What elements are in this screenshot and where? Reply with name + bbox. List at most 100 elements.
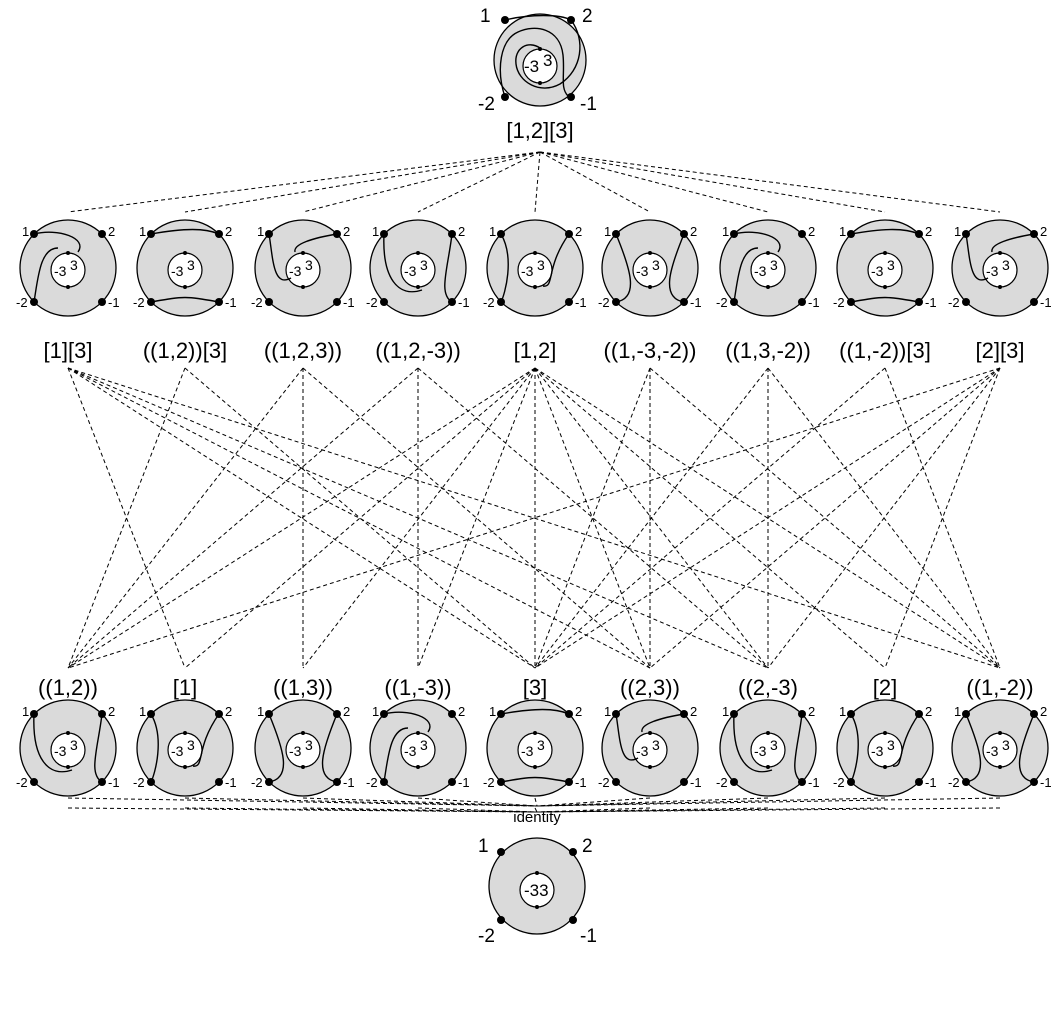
- lower-6-inner-left: -3: [754, 743, 767, 759]
- lower-4-point-1: [497, 710, 505, 718]
- middle-4-inner-left: -3: [521, 263, 534, 279]
- middle-2-strand-1: [294, 233, 338, 253]
- middle-8-point-2: [1030, 230, 1038, 238]
- edge-top-to-middle-2: [302, 151, 541, 213]
- edge-middle-to-lower-2: [67, 367, 651, 669]
- edge-top-to-middle-1: [184, 151, 541, 213]
- lower-0-strand-0: [33, 713, 73, 773]
- edge-middle-to-lower-13: [67, 367, 536, 669]
- middle-6-inner-dot-top: [766, 251, 770, 255]
- bottom-node: identity 1 2 -2 -1 -33: [478, 809, 597, 947]
- middle-7-point-1: [847, 230, 855, 238]
- middle-6-inner-dot-bottom: [766, 285, 770, 289]
- lower-1-point-m1: [215, 778, 223, 786]
- middle-7-label-1: 1: [839, 224, 846, 239]
- edge-lower-to-identity-0: [67, 797, 538, 807]
- top-label-2: 2: [582, 6, 593, 27]
- lower-7-point-m2: [847, 778, 855, 786]
- lower-caption-0: ((1,2)): [38, 675, 98, 700]
- lower-8-strand-1: [1018, 713, 1035, 783]
- middle-4-inner-right: 3: [537, 257, 545, 273]
- lower-8-point-1: [962, 710, 970, 718]
- lower-1-strand-1: [192, 713, 220, 767]
- lower-8-inner-right: 3: [1002, 737, 1010, 753]
- middle-3-point-2: [448, 230, 456, 238]
- middle-3-inner-right: 3: [420, 257, 428, 273]
- middle-3-label-1: 1: [372, 224, 379, 239]
- lower-4-label-1: 1: [489, 704, 496, 719]
- lower-6-label-m2: -2: [716, 775, 728, 790]
- middle-1-strand-1: [150, 296, 220, 303]
- lower-4-point-m1: [565, 778, 573, 786]
- middle-3-label-m2: -2: [366, 295, 378, 310]
- middle-0-inner-right: 3: [70, 257, 78, 273]
- bottom-point-m1: [569, 916, 577, 924]
- edge-middle-to-lower-33: [767, 367, 1001, 669]
- lower-7-label-2: 2: [925, 704, 932, 719]
- middle-3-label-m1: -1: [458, 295, 470, 310]
- lower-3-inner-right: 3: [420, 737, 428, 753]
- middle-7-label-m2: -2: [833, 295, 845, 310]
- lower-3-point-m2: [380, 778, 388, 786]
- middle-5-inner-dot-bottom: [648, 285, 652, 289]
- edge-lower-to-identity-6: [536, 797, 769, 807]
- middle-4-point-m2: [497, 298, 505, 306]
- lower-4-strand-1: [500, 776, 570, 783]
- middle-0-label-m1: -1: [108, 295, 120, 310]
- edge-middle-to-lower-24: [649, 367, 1001, 669]
- middle-8-point-m1: [1030, 298, 1038, 306]
- middle-2-inner-dot-top: [301, 251, 305, 255]
- lower-2-inner-left: -3: [289, 743, 302, 759]
- lower-2-label-2: 2: [343, 704, 350, 719]
- lower-5-point-2: [680, 710, 688, 718]
- middle-6-point-m1: [798, 298, 806, 306]
- lower-0-point-m1: [98, 778, 106, 786]
- edge-lower-to-bottom-3: [417, 807, 538, 813]
- lower-2-inner-dot-bottom: [301, 765, 305, 769]
- edge-middle-to-lower-25: [534, 367, 769, 669]
- middle-5-point-m2: [612, 298, 620, 306]
- bottom-inner-label: -33: [524, 881, 549, 900]
- edge-middle-to-lower-12: [417, 367, 769, 669]
- lower-2-point-1: [265, 710, 273, 718]
- middle-8-strand-0: [965, 233, 989, 281]
- lower-1-point-1: [147, 710, 155, 718]
- edge-middle-to-lower-20: [534, 367, 886, 669]
- middle-5-label-m2: -2: [598, 295, 610, 310]
- edge-top-to-middle-0: [67, 151, 541, 213]
- middle-4-label-2: 2: [575, 224, 582, 239]
- middle-4-point-1: [497, 230, 505, 238]
- edge-lower-to-bottom-8: [536, 807, 1001, 813]
- middle-7-point-2: [915, 230, 923, 238]
- top-inner-dot-bottom: [538, 81, 542, 85]
- middle-0-strand-0: [33, 231, 81, 253]
- lower-1-inner-right: 3: [187, 737, 195, 753]
- middle-3-inner-left: -3: [404, 263, 417, 279]
- lower-7-inner-left: -3: [871, 743, 884, 759]
- middle-5-label-1: 1: [604, 224, 611, 239]
- middle-1-point-2: [215, 230, 223, 238]
- lower-3-strand-1: [383, 727, 409, 783]
- middle-caption-8: [2][3]: [976, 338, 1025, 363]
- top-caption: [1,2][3]: [506, 118, 573, 143]
- top-inner-right: 3: [543, 51, 552, 70]
- lower-4-label-m2: -2: [483, 775, 495, 790]
- top-inner-left: -3: [524, 57, 539, 76]
- middle-1-inner-dot-top: [183, 251, 187, 255]
- middle-1-label-m1: -1: [225, 295, 237, 310]
- lower-5-inner-dot-bottom: [648, 765, 652, 769]
- top-point-2: [567, 16, 575, 24]
- lower-6-point-m2: [730, 778, 738, 786]
- lattice-edges: [67, 151, 1001, 813]
- lower-6-point-1: [730, 710, 738, 718]
- middle-7-label-m1: -1: [925, 295, 937, 310]
- lower-0-inner-dot-top: [66, 731, 70, 735]
- middle-6-point-2: [798, 230, 806, 238]
- middle-1-inner-left: -3: [171, 263, 184, 279]
- bottom-inner-dot-top: [535, 871, 539, 875]
